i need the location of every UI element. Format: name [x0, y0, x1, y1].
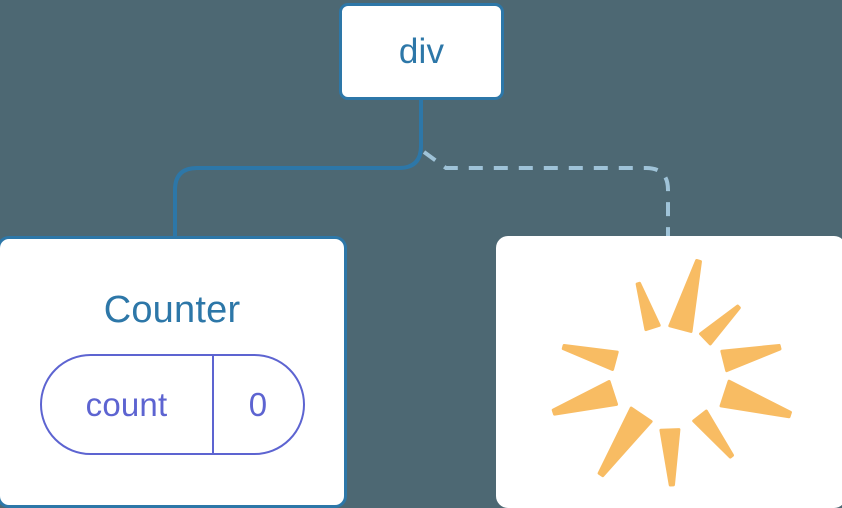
edge-div-to-sparkle	[422, 150, 670, 236]
node-sparkle[interactable]	[496, 236, 842, 508]
sparkle-burst-icon	[551, 259, 792, 487]
node-counter-label: Counter	[103, 289, 241, 331]
sparkle-ray-9	[635, 281, 661, 332]
state-pill[interactable]: count 0	[39, 354, 305, 455]
node-div[interactable]: div	[339, 3, 504, 100]
sparkle-ray-7	[551, 380, 619, 416]
state-key: count	[42, 356, 214, 453]
sparkle-ray-4	[692, 409, 735, 459]
sparkle-ray-5	[659, 428, 681, 487]
edge-div-to-counter	[173, 98, 423, 238]
sparkle-ray-0	[668, 259, 702, 333]
sparkle-ray-1	[699, 304, 741, 346]
node-counter[interactable]: Counter count 0	[0, 236, 347, 508]
node-div-label: div	[398, 32, 445, 71]
sparkle-ray-8	[561, 343, 619, 371]
state-value: 0	[248, 385, 268, 423]
sparkle-ray-2	[720, 343, 782, 373]
sparkle-ray-3	[719, 379, 792, 419]
sparkle-ray-6	[597, 406, 653, 478]
